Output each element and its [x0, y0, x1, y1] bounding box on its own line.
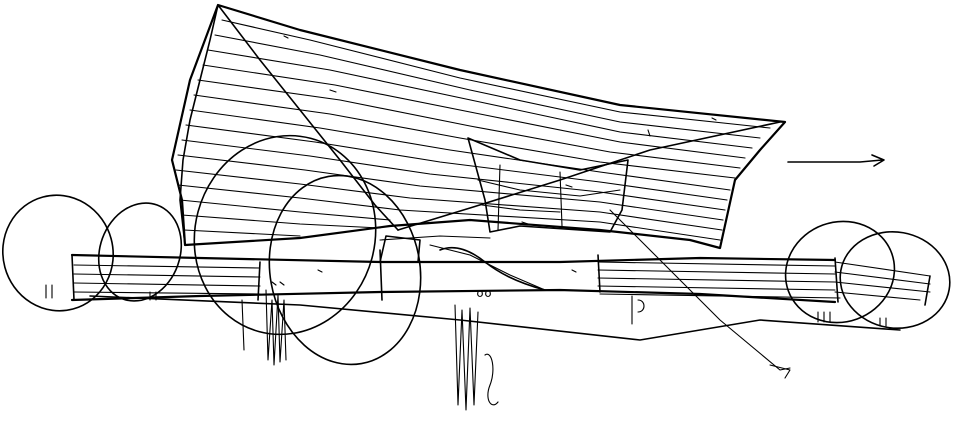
ramp-line — [429, 244, 546, 291]
arrow-lower — [769, 364, 791, 379]
void-vertical — [497, 164, 563, 231]
arrow-right — [787, 154, 885, 167]
central-volume — [379, 235, 421, 263]
roof-left-edge — [179, 4, 219, 246]
ground-line — [89, 295, 901, 341]
long-diagonal — [609, 209, 791, 371]
column-scribbles — [241, 289, 499, 411]
base-slab-right-end — [834, 257, 931, 306]
base-slab-top — [70, 253, 837, 264]
ramp-detail — [439, 246, 546, 291]
base-slab-left-end — [71, 254, 75, 301]
detail-ticks — [45, 35, 887, 327]
base-slab-hatching — [73, 261, 931, 301]
base-slab-bottom — [70, 288, 837, 304]
central-roof-line — [379, 235, 491, 241]
roof-ridge-diagonal — [217, 4, 399, 231]
roof-outline — [170, 3, 787, 250]
central-void — [467, 137, 629, 233]
